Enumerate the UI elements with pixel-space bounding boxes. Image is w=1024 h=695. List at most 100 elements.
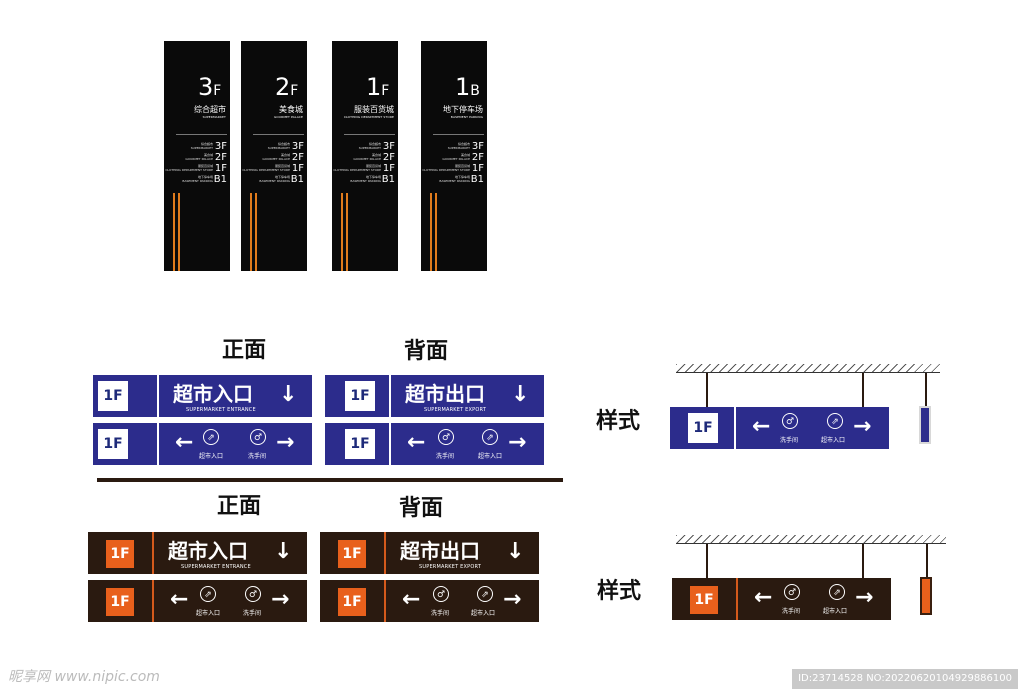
- pylon-name-en: CLOTHING DEPARTMENT STORE: [343, 115, 394, 119]
- ceiling-hatch: [676, 535, 946, 543]
- blue-back-top-sign: 1F 超市出口 ↓ SUPERMARKET EXPORT: [325, 375, 544, 417]
- restroom-icon: ♂: [250, 429, 266, 445]
- restroom-icon: ♂: [782, 413, 798, 429]
- floor-badge: 1F: [106, 540, 134, 568]
- image-id-bar: ID:23714528 NO:20220620104929886100: [792, 669, 1018, 689]
- sign-subtitle: SUPERMARKET ENTRANCE: [181, 564, 251, 570]
- arrow-left-icon: ←: [402, 587, 421, 612]
- floor-badge: 1F: [98, 429, 128, 459]
- pylon-floor: 2F: [275, 73, 299, 101]
- pylon-name-en: BASEMENT PARKING: [450, 115, 483, 119]
- hanging-rod: [706, 544, 708, 578]
- restroom-icon: ♂: [438, 429, 454, 445]
- sign-divider: [384, 532, 386, 574]
- escalator-icon: ⇗: [482, 429, 498, 445]
- style-label-brown: 样式: [597, 579, 642, 604]
- blue-front-bottom-sign: 1F ← ⇗ 超市入口 ♂ 洗手间 →: [93, 423, 312, 465]
- brown-front-top-sign: 1F 超市入口 ↓ SUPERMARKET ENTRANCE: [88, 532, 307, 574]
- restroom-icon: ♂: [433, 586, 449, 602]
- sign-divider: [734, 407, 736, 449]
- pylon-name-en: SUPERMARKET: [202, 115, 226, 119]
- sign-divider: [152, 580, 154, 622]
- sign-divider: [389, 375, 391, 417]
- pylon-stripe: [250, 193, 252, 271]
- sign-subtitle: SUPERMARKET EXPORT: [424, 407, 487, 413]
- floor-badge: 1F: [98, 381, 128, 411]
- back-heading-blue: 背面: [404, 339, 449, 364]
- restroom-icon: ♂: [784, 584, 800, 600]
- hanging-rod: [862, 544, 864, 578]
- arrow-left-icon: ←: [752, 414, 771, 439]
- arrow-left-icon: ←: [170, 587, 189, 612]
- floor-badge: 1F: [345, 381, 375, 411]
- icon-caption: 洗手间: [782, 608, 801, 615]
- sign-title: 超市出口: [400, 539, 480, 563]
- arrow-right-icon: →: [276, 430, 295, 455]
- escalator-icon: ⇗: [829, 584, 845, 600]
- brown-front-bottom-sign: 1F ← ⇗ 超市入口 ♂ 洗手间 →: [88, 580, 307, 622]
- escalator-icon: ⇗: [477, 586, 493, 602]
- ceiling-hatch: [676, 364, 940, 372]
- sign-divider: [736, 578, 738, 620]
- icon-caption: 洗手间: [248, 453, 267, 460]
- side-view-brown: [920, 577, 932, 615]
- side-view-blue: [919, 406, 931, 444]
- pylon-stripe: [341, 193, 343, 271]
- arrow-right-icon: →: [503, 587, 522, 612]
- pylon-name-cn: 服装百货城: [354, 105, 394, 114]
- sign-title: 超市入口: [173, 382, 253, 406]
- section-separator: [97, 478, 563, 482]
- hanging-rod: [862, 373, 864, 407]
- pylon-floor: 1F: [366, 73, 390, 101]
- pylon-floor: 3F: [198, 73, 222, 101]
- brown-back-top-sign: 1F 超市出口 ↓ SUPERMARKET EXPORT: [320, 532, 539, 574]
- pylon-name-cn: 地下停车场: [443, 105, 483, 114]
- arrow-right-icon: →: [855, 585, 874, 610]
- icon-caption: 超市入口: [199, 453, 224, 460]
- brown-hanging-sign: 1F ← ♂ 洗手间 ⇗ 超市入口 →: [672, 578, 891, 620]
- blue-front-top-sign: 1F 超市入口 ↓ SUPERMARKET ENTRANCE: [93, 375, 312, 417]
- floor-badge: 1F: [345, 429, 375, 459]
- sign-divider: [389, 423, 391, 465]
- icon-caption: 超市入口: [823, 608, 848, 615]
- front-heading-blue: 正面: [222, 338, 267, 363]
- pylon-stripe: [430, 193, 432, 271]
- pylon-name-en: GOURMET PALACE: [273, 115, 303, 119]
- arrow-right-icon: →: [508, 430, 527, 455]
- sign-title: 超市出口: [405, 382, 485, 406]
- icon-caption: 超市入口: [478, 453, 503, 460]
- floor-badge: 1F: [690, 586, 718, 614]
- arrow-right-icon: →: [271, 587, 290, 612]
- arrow-down-icon: ↓: [506, 539, 525, 564]
- sign-subtitle: SUPERMARKET EXPORT: [419, 564, 482, 570]
- floor-badge: 1F: [338, 540, 366, 568]
- sign-title: 超市入口: [168, 539, 248, 563]
- arrow-down-icon: ↓: [279, 382, 298, 407]
- icon-caption: 超市入口: [196, 610, 221, 617]
- hanging-rod: [706, 373, 708, 407]
- blue-hanging-sign: 1F ← ♂ 洗手间 ⇗ 超市入口 →: [670, 407, 889, 449]
- pylon-stripe: [346, 193, 348, 271]
- escalator-icon: ⇗: [200, 586, 216, 602]
- icon-caption: 洗手间: [780, 437, 799, 444]
- arrow-left-icon: ←: [407, 430, 426, 455]
- brown-back-bottom-sign: 1F ← ♂ 洗手间 ⇗ 超市入口 →: [320, 580, 539, 622]
- sign-divider: [152, 532, 154, 574]
- ceiling-line: [676, 543, 946, 544]
- escalator-icon: ⇗: [203, 429, 219, 445]
- watermark: 昵享网 www.nipic.com: [8, 669, 160, 685]
